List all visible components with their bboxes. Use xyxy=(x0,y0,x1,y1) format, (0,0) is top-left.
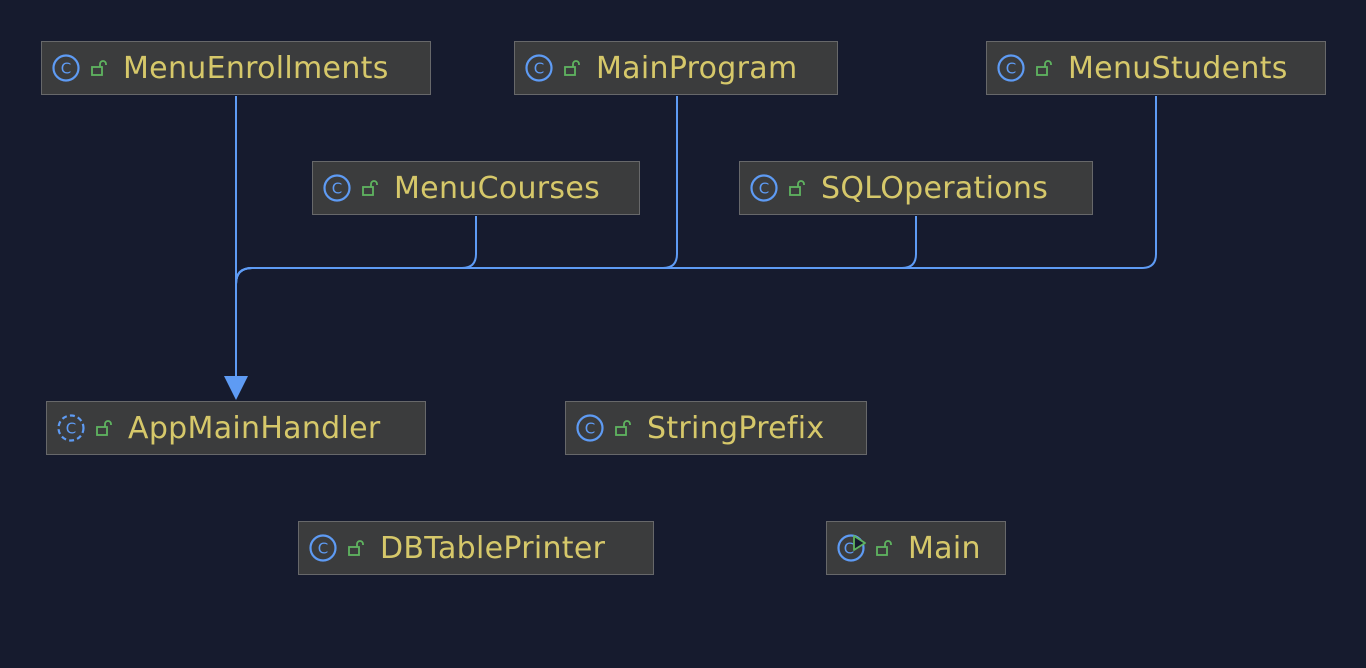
class-node-sql-operations[interactable]: C SQLOperations xyxy=(739,161,1093,215)
class-name: Main xyxy=(908,530,981,566)
class-node-menu-enrollments[interactable]: C MenuEnrollments xyxy=(41,41,431,95)
edge-menu-courses[interactable] xyxy=(235,216,477,380)
class-name: MenuEnrollments xyxy=(123,50,389,86)
edge-menu-students[interactable] xyxy=(235,96,1157,380)
class-icon: C xyxy=(525,54,553,82)
svg-text:C: C xyxy=(1006,60,1016,78)
svg-text:C: C xyxy=(759,180,769,198)
class-node-string-prefix[interactable]: C StringPrefix xyxy=(565,401,867,455)
class-icon: C xyxy=(309,534,337,562)
svg-text:C: C xyxy=(318,540,328,558)
class-node-main-program[interactable]: C MainProgram xyxy=(514,41,838,95)
class-icon: C xyxy=(52,54,80,82)
public-lock-icon xyxy=(91,60,107,76)
public-lock-icon xyxy=(789,180,805,196)
class-node-menu-courses[interactable]: C MenuCourses xyxy=(312,161,640,215)
edge-sql-operations[interactable] xyxy=(235,216,917,380)
class-icon: C xyxy=(750,174,778,202)
runnable-class-icon: C xyxy=(837,534,866,562)
svg-text:C: C xyxy=(61,60,71,78)
public-lock-icon xyxy=(362,180,378,196)
class-node-main[interactable]: C Main xyxy=(826,521,1006,575)
class-name: AppMainHandler xyxy=(128,410,381,446)
class-node-menu-students[interactable]: C MenuStudents xyxy=(986,41,1326,95)
class-icon: C xyxy=(323,174,351,202)
class-name: DBTablePrinter xyxy=(380,530,606,566)
svg-text:C: C xyxy=(66,420,76,438)
class-name: SQLOperations xyxy=(821,170,1049,206)
svg-text:C: C xyxy=(332,180,342,198)
edge-main-program[interactable] xyxy=(235,96,678,380)
class-node-app-main-handler[interactable]: C AppMainHandler xyxy=(46,401,426,455)
public-lock-icon xyxy=(876,540,892,556)
public-lock-icon xyxy=(96,420,112,436)
svg-text:C: C xyxy=(534,60,544,78)
svg-text:C: C xyxy=(844,540,854,558)
arrowhead-icon xyxy=(224,376,248,400)
class-icon: C xyxy=(576,414,604,442)
class-name: MenuCourses xyxy=(394,170,601,206)
public-lock-icon xyxy=(615,420,631,436)
public-lock-icon xyxy=(348,540,364,556)
public-lock-icon xyxy=(564,60,580,76)
class-name: MainProgram xyxy=(596,50,798,86)
class-icon: C xyxy=(997,54,1025,82)
class-name: StringPrefix xyxy=(647,410,825,446)
public-lock-icon xyxy=(1036,60,1052,76)
abstract-class-icon: C xyxy=(57,414,85,442)
class-node-db-table-printer[interactable]: C DBTablePrinter xyxy=(298,521,654,575)
svg-text:C: C xyxy=(585,420,595,438)
class-name: MenuStudents xyxy=(1068,50,1288,86)
